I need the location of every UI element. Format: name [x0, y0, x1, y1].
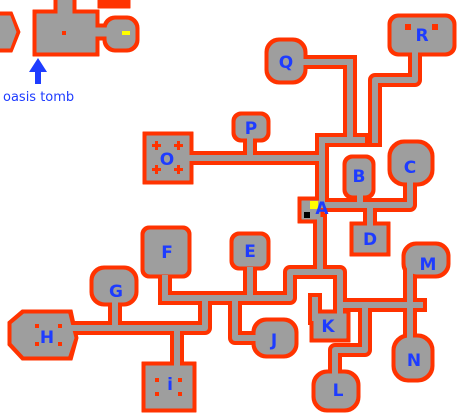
room-label-e[interactable]: E — [244, 242, 256, 262]
exit-marker[interactable]: oasis tomb — [3, 58, 74, 105]
room-label-m[interactable]: M — [420, 255, 437, 275]
room-label-f[interactable]: F — [161, 243, 173, 263]
room-label-q[interactable]: Q — [279, 53, 293, 73]
room-label-j[interactable]: J — [270, 331, 277, 351]
room-label-g[interactable]: G — [109, 282, 123, 302]
room-label-p[interactable]: P — [245, 119, 257, 139]
room-label-r[interactable]: R — [415, 26, 428, 46]
exit-label: oasis tomb — [3, 90, 74, 105]
room-label-k[interactable]: K — [321, 317, 335, 337]
room-label-c[interactable]: C — [404, 158, 416, 178]
room-label-d[interactable]: D — [363, 230, 377, 250]
room-label-i[interactable]: i — [167, 375, 173, 395]
up-arrow-icon — [29, 58, 47, 84]
room-label-h[interactable]: H — [40, 328, 54, 348]
map-details — [35, 24, 438, 396]
room-label-l[interactable]: L — [333, 381, 344, 401]
player-marker — [310, 201, 318, 209]
room-label-n[interactable]: N — [407, 351, 421, 371]
room-label-o[interactable]: O — [160, 150, 174, 170]
map-floors — [0, 0, 453, 409]
room-label-b[interactable]: B — [353, 167, 366, 187]
room-label-a[interactable]: A — [315, 199, 329, 219]
